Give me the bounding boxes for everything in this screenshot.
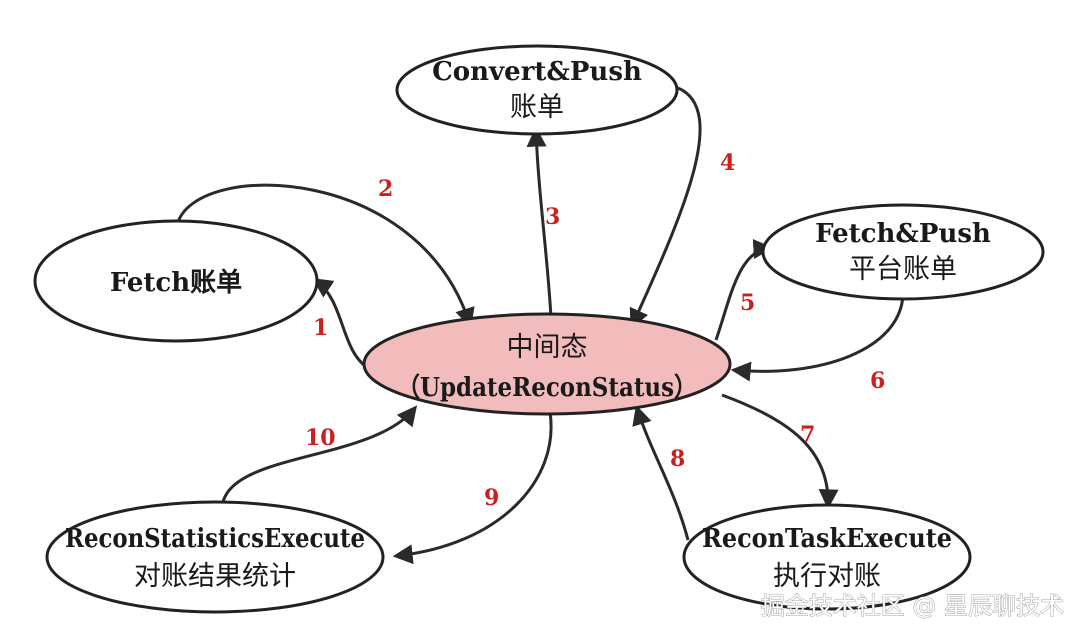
edge-8 — [632, 404, 690, 541]
node-convert-push-title: Convert&Push — [432, 57, 642, 87]
watermark-text: 掘金技术社区 @ 星辰聊技术 — [761, 592, 1064, 620]
edge-label-3: 3 — [545, 204, 560, 230]
node-recon-task-title: ReconTaskExecute — [702, 524, 952, 554]
edge-label-7: 7 — [800, 422, 815, 448]
edge-label-9: 9 — [484, 485, 499, 511]
edge-label-6: 6 — [870, 368, 885, 394]
node-fetch: Fetch账单 — [33, 219, 319, 343]
node-convert-push-subtitle: 账单 — [510, 92, 564, 123]
edge-label-5: 5 — [740, 290, 755, 316]
edge-3 — [526, 126, 553, 319]
node-center-update-recon-status: 中间态 （UpdateReconStatus） — [362, 312, 732, 416]
node-recon-statistics: ReconStatisticsExecute 对账结果统计 — [45, 500, 385, 614]
edge-4 — [629, 86, 702, 330]
edge-7 — [721, 393, 839, 510]
node-fetch-push: Fetch&Push 平台账单 — [761, 203, 1045, 301]
edge-2 — [176, 183, 475, 329]
edge-1 — [312, 278, 369, 370]
edge-label-4: 4 — [720, 150, 735, 176]
node-recon-task: ReconTaskExecute 执行对账 — [682, 503, 972, 611]
node-fetch-push-subtitle: 平台账单 — [849, 254, 957, 285]
node-recon-statistics-title: ReconStatisticsExecute — [65, 524, 365, 554]
edge-label-1: 1 — [313, 315, 328, 341]
node-recon-task-subtitle: 执行对账 — [773, 561, 881, 592]
edge-label-8: 8 — [670, 446, 685, 472]
edge-10 — [220, 405, 418, 516]
node-recon-statistics-subtitle: 对账结果统计 — [134, 561, 296, 592]
node-fetch-push-title: Fetch&Push — [815, 219, 991, 249]
edge-label-2: 2 — [378, 176, 393, 202]
edge-9 — [392, 411, 553, 565]
node-fetch-title: Fetch账单 — [110, 268, 242, 298]
node-convert-push: Convert&Push 账单 — [395, 44, 679, 136]
node-center-subtitle: （UpdateReconStatus） — [397, 373, 697, 403]
edge-label-10: 10 — [305, 425, 336, 451]
edge-5 — [714, 239, 774, 341]
node-center-title: 中间态 — [507, 332, 588, 363]
edge-6 — [730, 294, 905, 382]
